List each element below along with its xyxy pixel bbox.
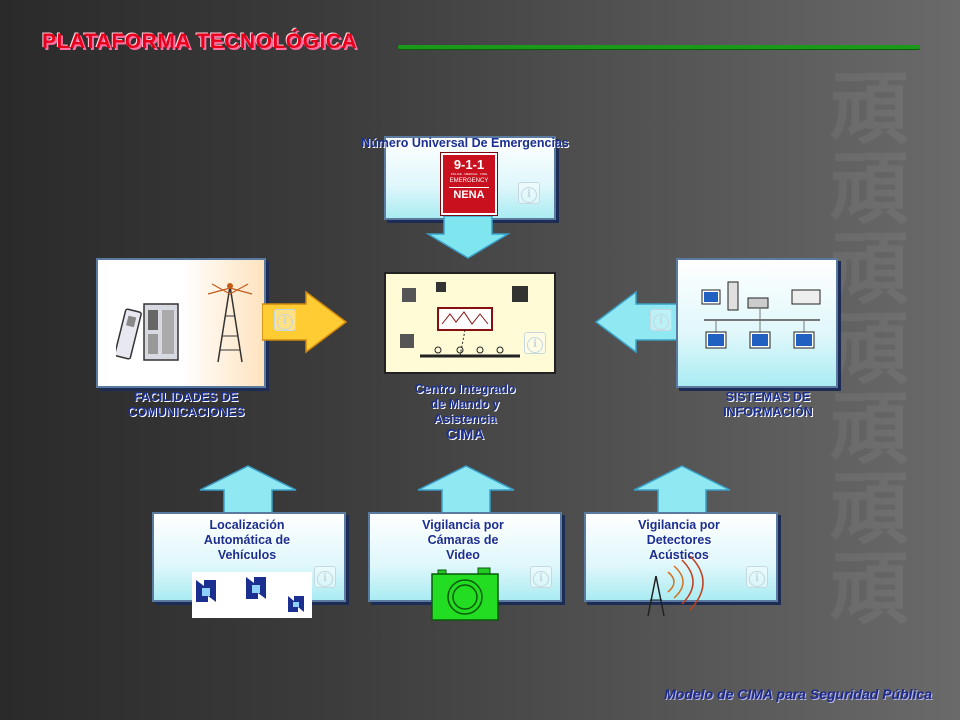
arrow-right-icon [262,290,348,354]
arrow-up-icon [417,465,515,515]
cima-control-room-icon [400,282,528,358]
page-title: PLATAFORMA TECNOLÓGICA [42,30,358,53]
info-icon: i [314,566,336,588]
localizacion-caption-line: Automática de [203,533,291,547]
vehicle-icon [246,577,266,599]
camaras-caption-line: Video [446,548,480,562]
cima-caption-line: de Mando y [430,397,500,411]
detectores-caption: Vigilancia por Detectores Acústicos [584,518,774,563]
sistemas-panel [676,258,838,388]
nena-logo-name: NENA [449,187,489,202]
camaras-caption-line: Cámaras de [427,533,499,547]
detectores-caption-line: Detectores [646,533,712,547]
detectores-panel [584,512,778,602]
arrow-up-icon [199,465,297,515]
comunicaciones-caption-line: COMUNICACIONES [127,405,245,419]
arrow-left-icon [594,290,681,354]
localizacion-caption-line: Localización [209,518,285,532]
localizacion-caption: Localización Automática de Vehículos [152,518,342,563]
nena-logo-911: 9-1-1 [453,157,485,172]
antenna-tower-icon [207,283,253,363]
sistemas-caption-line: INFORMACIÓN [723,405,813,419]
cima-caption-line: Centro Integrado [414,382,516,396]
cima-caption: Centro Integrado de Mando y Asistencia C… [380,382,550,442]
nena-logo-emergency: EMERGENCY [449,178,489,184]
vehicle-icon [196,580,216,602]
sistemas-caption-line: SISTEMAS DE [725,390,811,404]
cell-phone-icon [116,303,179,361]
localizacion-caption-line: Vehículos [217,548,277,562]
info-icon: i [650,309,672,331]
footer-caption: Modelo de CIMA para Seguridad Pública [664,686,932,702]
info-icon: i [530,566,552,588]
background-watermark: 頑頑頑頑頑頑頑 [830,64,909,635]
detectores-caption-line: Vigilancia por [638,518,720,532]
cima-caption-line: Asistencia [433,412,497,426]
arrow-down-icon [425,216,511,259]
arrow-up-icon [633,465,731,515]
nena-logo: 9-1-1 POLICE · MEDICAL · FIRE EMERGENCY … [441,153,497,215]
info-icon: i [274,309,296,331]
sistemas-caption: SISTEMAS DE INFORMACIÓN [680,390,856,420]
cima-acronym: CIMA [445,426,485,443]
comunicaciones-caption: FACILIDADES DE COMUNICACIONES [96,390,276,420]
acoustic-sensor-icon [647,556,704,617]
info-icon: i [524,332,546,354]
title-underline [398,45,920,49]
comunicaciones-caption-line: FACILIDADES DE [133,390,239,404]
camaras-caption-line: Vigilancia por [422,518,504,532]
nena-logo-services: POLICE · MEDICAL · FIRE [450,172,488,176]
nena-caption: Número Universal De Emergencias [361,136,569,150]
vehicle-icon [288,596,304,612]
network-computers-icon [701,281,821,349]
info-icon: i [746,566,768,588]
camaras-caption: Vigilancia por Cámaras de Video [368,518,558,563]
detectores-caption-line: Acústicos [649,548,709,562]
camera-icon [431,567,499,621]
info-icon: i [518,182,540,204]
